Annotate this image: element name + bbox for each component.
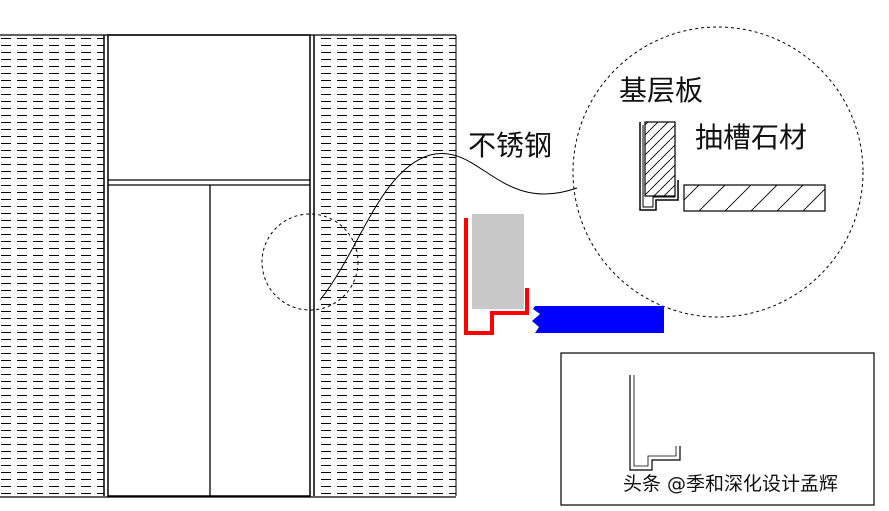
stainless-steel-label: 不锈钢 <box>468 129 552 162</box>
base-board-block <box>472 214 524 309</box>
steel-trim-profile-inner <box>642 125 676 208</box>
wall-elevation <box>0 34 457 498</box>
detail-callout-circle-large <box>572 26 864 318</box>
slotted-stone-slab <box>532 306 664 333</box>
stainless-steel-trim <box>464 218 529 335</box>
base-board-section <box>644 121 676 197</box>
inset-detail <box>560 352 875 506</box>
slotted-stone-label: 抽槽石材 <box>695 121 807 154</box>
inset-trim-profile <box>629 375 681 471</box>
callout-leader-curve <box>319 152 578 301</box>
inset-trim-profile-inner <box>633 375 677 467</box>
base-board-label: 基层板 <box>619 74 703 107</box>
steel-trim-profile <box>639 122 679 211</box>
left-striped-panel <box>0 35 104 496</box>
watermark-text: 头条 @季和深化设计孟辉 <box>623 473 838 495</box>
detail-enlargement: 基层板 抽槽石材 <box>572 26 864 318</box>
right-striped-panel <box>316 35 456 496</box>
inset-frame <box>560 352 875 506</box>
door-frame <box>107 34 311 497</box>
slotted-stone-section <box>683 184 826 212</box>
color-section-detail: 不锈钢 <box>464 129 664 335</box>
detail-callout-circle-small <box>261 213 359 311</box>
